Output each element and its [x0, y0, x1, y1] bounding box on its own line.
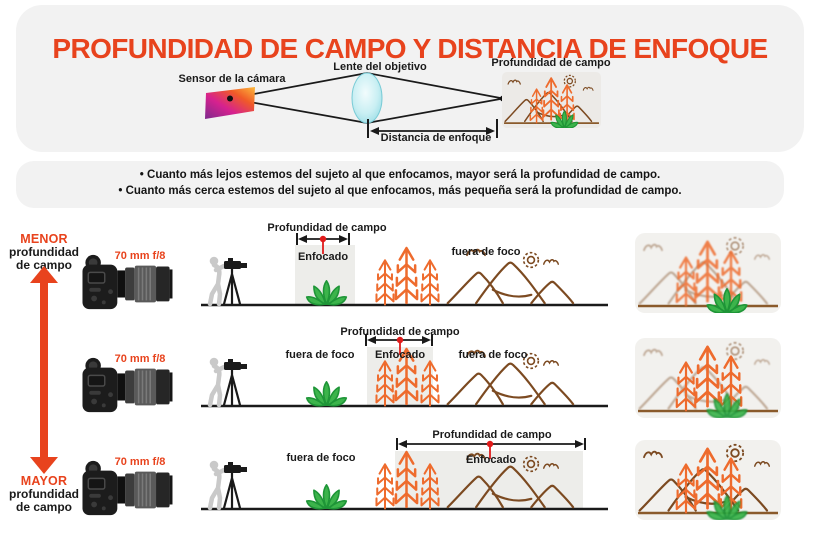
photographer-icon [210, 358, 247, 405]
mountains-icon [446, 261, 575, 305]
distance-label: Distancia de enfoque [380, 132, 492, 144]
mountains-icon [504, 91, 593, 123]
mountains-icon [638, 366, 769, 410]
camera-setting-label: 70 mm f/8 [114, 456, 166, 468]
sun-icon [725, 443, 745, 463]
cloud-icon [507, 79, 521, 85]
dof-label: Profundidad de campo [432, 429, 552, 441]
plant-icon [305, 483, 348, 510]
axis-top-label: MENOR profundidad de campo [9, 232, 79, 272]
sun-icon [725, 341, 745, 361]
tree-icon [420, 360, 440, 407]
tree-icon [694, 345, 721, 408]
tree-icon [420, 463, 440, 510]
dof-range-arrow [296, 233, 350, 254]
lens-icon [351, 72, 383, 124]
camera-icon [80, 459, 174, 519]
cloud-icon [643, 243, 663, 252]
axis-bottom-label: MAYOR profundidad de campo [9, 474, 79, 514]
sun-icon [563, 74, 576, 88]
cloud-icon [543, 462, 559, 469]
camera-icon [80, 253, 174, 313]
tree-icon [394, 246, 419, 305]
focus-dot [319, 235, 327, 243]
cloud-icon [643, 348, 663, 357]
lens-label: Lente del objetivo [333, 61, 427, 73]
depth-axis-arrow-icon [30, 266, 58, 474]
plant-icon [305, 380, 348, 407]
dof-range-arrow [365, 334, 433, 355]
cloud-icon [643, 450, 663, 459]
out-of-focus-label: fuera de foco [458, 349, 528, 361]
result-image-shallow-dof [635, 233, 781, 313]
tree-icon [420, 259, 440, 306]
page-title: PROFUNDIDAD DE CAMPO Y DISTANCIA DE ENFO… [52, 32, 768, 64]
plant-icon [305, 279, 348, 306]
sun-icon [725, 236, 745, 256]
mountains-icon [446, 465, 575, 509]
optics-diagram [205, 72, 506, 138]
tree-icon [375, 463, 395, 510]
dof-range-arrow [396, 438, 586, 459]
tree-icon [375, 259, 395, 306]
result-image-medium-dof [635, 338, 781, 418]
cloud-icon [543, 359, 559, 366]
note-near: • Cuanto más cerca estemos del sujeto al… [118, 185, 682, 197]
dof-label: Profundidad de campo [340, 326, 460, 338]
out-of-focus-label: fuera de foco [451, 246, 521, 258]
cloud-icon [754, 460, 770, 467]
dof-top-label: Profundidad de campo [491, 57, 611, 69]
focus-dot [396, 336, 404, 344]
focus-dot [486, 440, 494, 448]
note-far: • Cuanto más lejos estemos del sujeto al… [139, 169, 661, 181]
cloud-icon [754, 358, 770, 365]
focused-label: Enfocado [465, 454, 517, 466]
scene-row-1 [201, 246, 608, 307]
sensor-label: Sensor de la cámara [178, 73, 286, 85]
scene-row-3 [201, 450, 608, 511]
camera-sensor-icon [205, 87, 255, 119]
tree-icon [694, 240, 721, 303]
scene-row-2 [201, 347, 608, 408]
sensor-point [227, 95, 233, 102]
focused-label: Enfocado [374, 349, 426, 361]
mountains-icon [446, 362, 575, 406]
tree-icon [375, 360, 395, 407]
dof-preview-image [502, 72, 601, 128]
photographer-icon [210, 461, 247, 508]
photographer-icon [210, 257, 247, 304]
notes-panel [16, 161, 784, 208]
cloud-icon [582, 86, 594, 91]
dof-label: Profundidad de campo [267, 222, 387, 234]
cloud-icon [754, 253, 770, 260]
tree-icon [542, 77, 560, 121]
result-image-deep-dof [635, 440, 781, 520]
camera-icon [80, 356, 174, 416]
tree-icon [694, 447, 721, 510]
camera-setting-label: 70 mm f/8 [114, 250, 166, 262]
header-panel [16, 5, 804, 152]
focused-label: Enfocado [297, 251, 349, 263]
camera-setting-label: 70 mm f/8 [114, 353, 166, 365]
mountains-icon [638, 468, 769, 512]
cloud-icon [543, 258, 559, 265]
out-of-focus-label: fuera de foco [286, 452, 356, 464]
mountains-icon [638, 261, 769, 305]
out-of-focus-label: fuera de foco [285, 349, 355, 361]
